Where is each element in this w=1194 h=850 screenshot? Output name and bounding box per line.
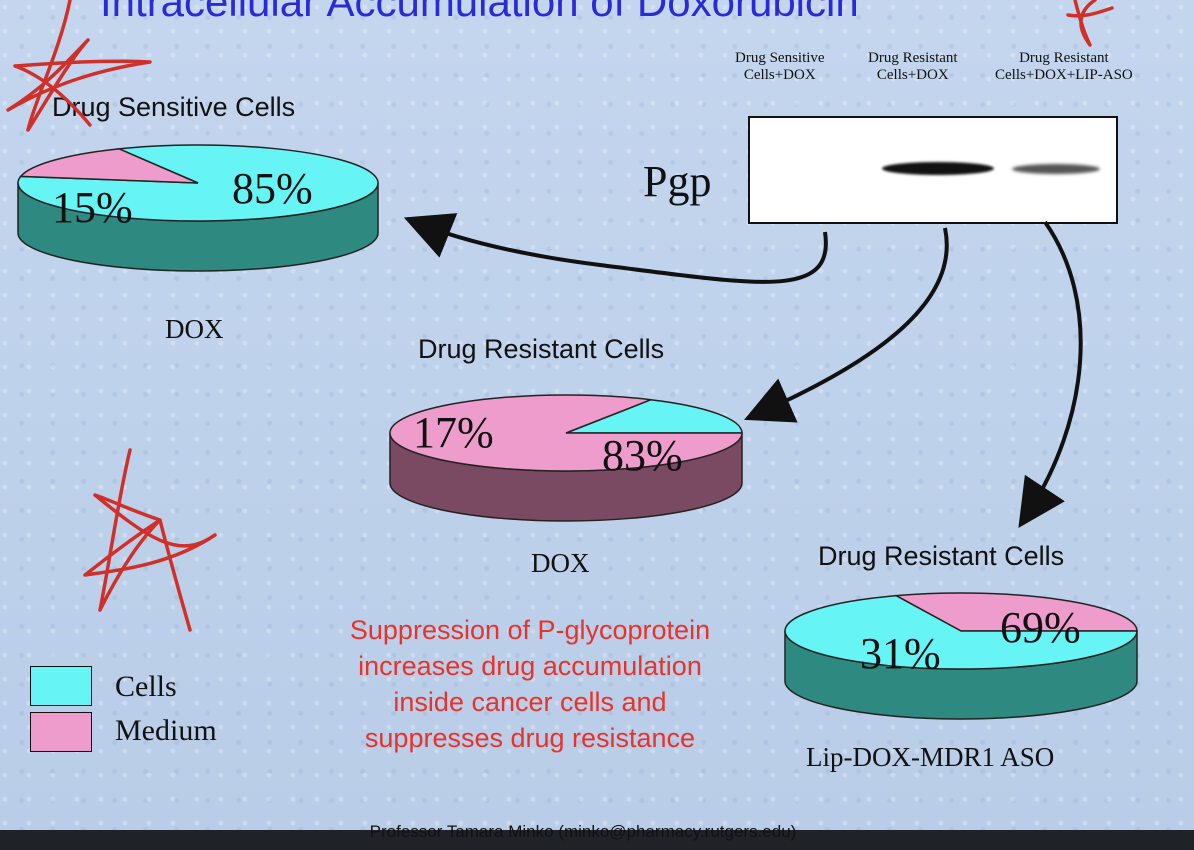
annotation-star-topright: [1066, 0, 1114, 47]
arrow-to-pie1: [403, 213, 828, 284]
pie1-label-medium: 15%: [52, 183, 133, 232]
legend-swatch-cells: [30, 666, 92, 706]
window-bottom-bar: [0, 830, 1194, 850]
blot-band-lane-3: [1012, 164, 1100, 174]
pie3-slice-cells: [784, 594, 1138, 670]
pie2-slice-cells: [565, 398, 743, 434]
pie2-label-medium: 83%: [602, 431, 683, 480]
legend-label-medium: Medium: [115, 714, 217, 747]
pie2-title: Drug Resistant Cells: [418, 334, 665, 364]
arrow-to-pie2: [744, 227, 949, 423]
annotation-star-left: [83, 448, 217, 632]
legend-label-cells: Cells: [115, 670, 177, 703]
slide-title: Intracellular Accumulation of Doxorubici…: [100, 0, 859, 25]
pie3-label-medium: 31%: [860, 629, 941, 678]
conclusion-message: Suppression of P-glycoprotein increases …: [349, 615, 711, 753]
annotation-star-topleft: [6, 0, 152, 132]
pie3-label-cells: 69%: [1000, 603, 1081, 652]
pie2-slice-medium: [389, 394, 743, 472]
pie1-title: Drug Sensitive Cells: [52, 92, 296, 122]
pie3-title: Drug Resistant Cells: [818, 541, 1065, 571]
pie1-xlabel: DOX: [165, 314, 224, 344]
arrow-to-pie3: [1018, 220, 1083, 529]
blot-protein-label: Pgp: [643, 157, 712, 206]
pie2-xlabel: DOX: [531, 548, 590, 578]
pie1-slice-medium: [19, 148, 199, 184]
pie2-label-cells: 17%: [413, 408, 494, 457]
footer-credit: Professor Tamara Minko (minko@pharmacy.r…: [369, 822, 797, 841]
legend-swatch-medium: [30, 712, 92, 752]
western-blot: [748, 116, 1118, 224]
blot-band-lane-2: [882, 162, 994, 175]
pie3-xlabel: Lip-DOX-MDR1 ASO: [806, 742, 1055, 772]
pie1-label-cells: 85%: [232, 164, 313, 213]
pie3-slice-medium: [893, 592, 1138, 632]
